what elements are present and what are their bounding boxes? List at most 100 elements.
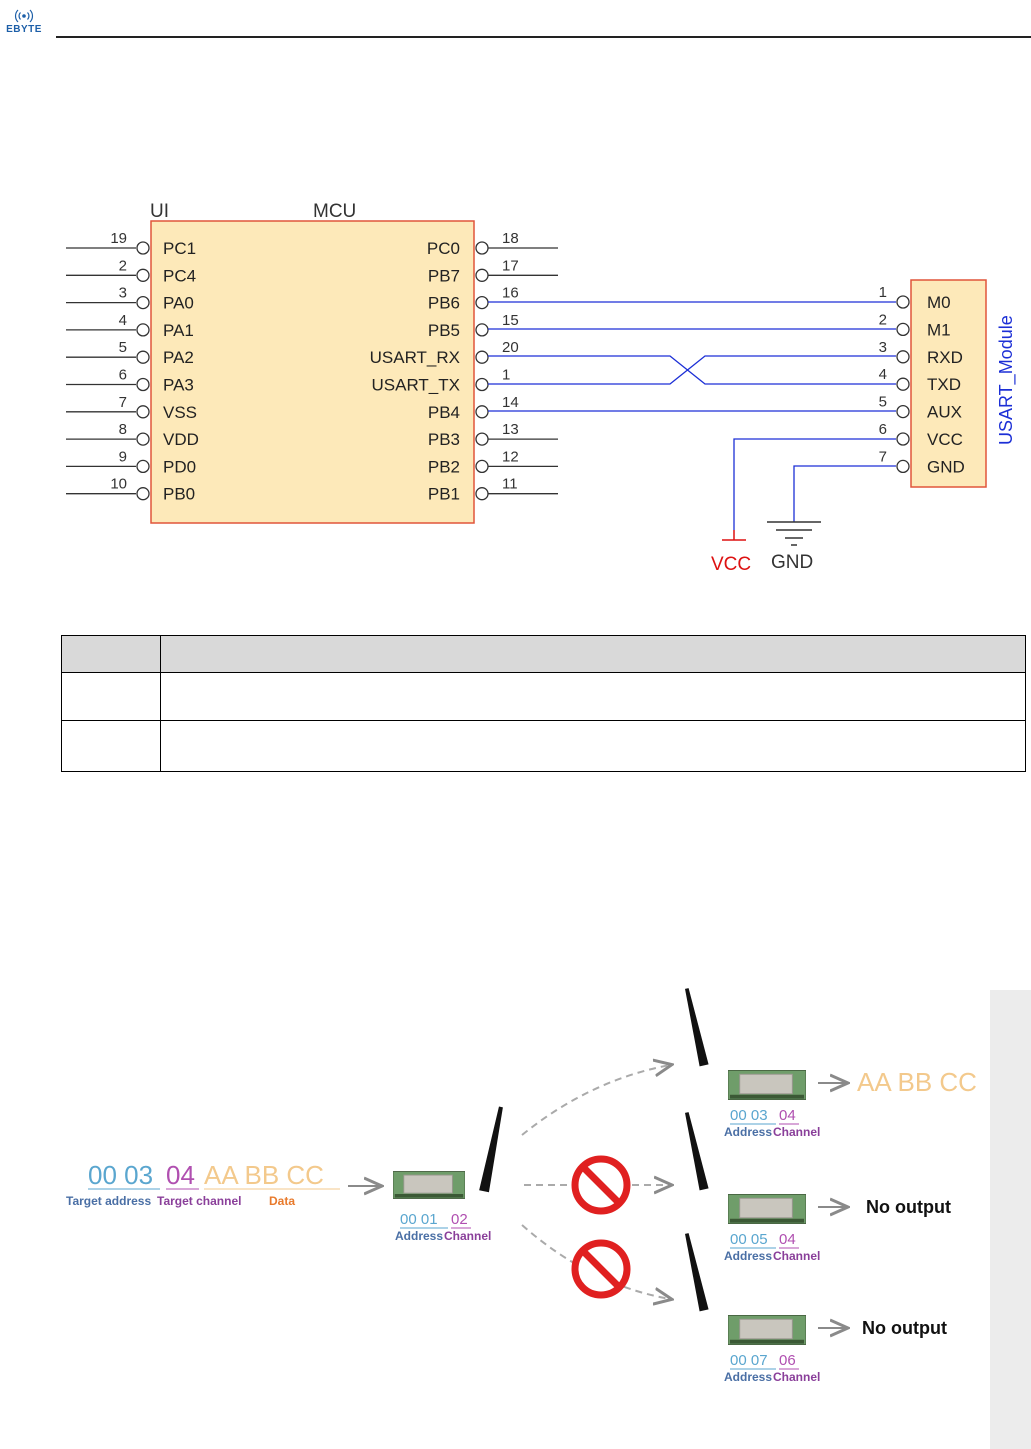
receiver-output: No output [862, 1318, 947, 1338]
table-cell [61, 720, 161, 772]
gnd-label: GND [771, 552, 813, 573]
pin-name: PB4 [428, 403, 460, 422]
receiver-caption-address: Address [724, 1125, 772, 1139]
pin-name: PC4 [163, 266, 196, 285]
connection-wires [488, 301, 896, 530]
pin-number: 4 [119, 312, 127, 329]
receiver-caption-address: Address [724, 1370, 772, 1384]
table-cell [61, 672, 161, 721]
receiver-output: No output [866, 1197, 951, 1217]
wire-tx-rxd [488, 355, 896, 385]
table-header-cell [160, 635, 1026, 673]
ui-label: UI [150, 201, 169, 222]
table-row [61, 672, 1026, 721]
pin-number: 17 [502, 257, 519, 274]
pin-number: 7 [119, 394, 127, 411]
receiver-channel: 06 [779, 1352, 796, 1369]
pin-number: 2 [119, 257, 127, 274]
pin-name: PA0 [163, 294, 194, 313]
receiver-address: 00 07 [730, 1352, 768, 1369]
receiver-caption-address: Address [724, 1249, 772, 1263]
pin-number: 4 [879, 366, 887, 383]
header-divider [56, 36, 1031, 38]
ebyte-logo: EBYTE [0, 8, 48, 38]
pin-name: PB7 [428, 266, 460, 285]
pin-name: TXD [927, 375, 961, 394]
receiver-caption-channel: Channel [773, 1370, 820, 1384]
pin-name: VCC [927, 430, 963, 449]
module-pin-m1: 2M1 [879, 311, 951, 339]
caption-data: Data [269, 1194, 295, 1208]
page-shadow [990, 990, 1031, 1449]
pin-name: USART_TX [372, 376, 461, 395]
sender-caption-channel: Channel [444, 1229, 491, 1243]
pin-name: PB5 [428, 321, 460, 340]
sender-address: 00 01 [400, 1211, 438, 1228]
payload-channel: 04 [166, 1160, 195, 1190]
pin-number: 1 [502, 367, 510, 384]
receiver-output: AA BB CC [857, 1067, 977, 1097]
pin-number: 3 [879, 339, 887, 356]
usart-module-box [910, 279, 987, 488]
mcu-chip [150, 220, 475, 524]
pin-number: 2 [879, 311, 887, 328]
sender-payload: 00 03 04 AA BB CC Target address Target … [66, 1160, 340, 1208]
pin-name: VSS [163, 403, 197, 422]
pin-name: PC0 [427, 239, 460, 258]
wiring-schematic: UI MCU USART_Module 19PC12PC43PA04PA15PA… [66, 201, 1017, 575]
wire-vcc [733, 438, 896, 530]
pin-name: M1 [927, 320, 951, 339]
pin-table [61, 635, 1026, 772]
forbidden-icon [571, 1155, 631, 1215]
pin-name: PB3 [428, 430, 460, 449]
pin-name: AUX [927, 403, 962, 422]
usart-module-title: USART_Module [996, 315, 1017, 445]
pin-number: 20 [502, 339, 519, 356]
pin-name: USART_RX [370, 348, 460, 367]
pin-name: PC1 [163, 239, 196, 258]
wireless-signal-icon [14, 9, 34, 23]
pin-name: PA1 [163, 321, 194, 340]
receiver-channel: 04 [779, 1231, 796, 1248]
pin-name: PD0 [163, 457, 196, 476]
pin-number: 7 [879, 448, 887, 465]
pin-number: 5 [119, 339, 127, 356]
pin-number: 10 [110, 476, 127, 493]
receiver-caption-channel: Channel [773, 1249, 820, 1263]
receiver-address: 00 03 [730, 1107, 768, 1124]
pin-number: 12 [502, 448, 519, 465]
table-row [61, 720, 1026, 772]
mcu-label: MCU [313, 201, 356, 222]
payload-address: 00 03 [88, 1160, 153, 1190]
receiver-address: 00 05 [730, 1231, 768, 1248]
pin-number: 18 [502, 230, 519, 247]
pin-number: 3 [119, 285, 127, 302]
vcc-label: VCC [711, 554, 751, 575]
pin-name: PB6 [428, 294, 460, 313]
pin-name: PA3 [163, 376, 194, 395]
caption-target-address: Target address [66, 1194, 151, 1208]
brand-name: EBYTE [6, 24, 42, 35]
forbidden-icon [571, 1239, 631, 1299]
pin-name: RXD [927, 348, 963, 367]
